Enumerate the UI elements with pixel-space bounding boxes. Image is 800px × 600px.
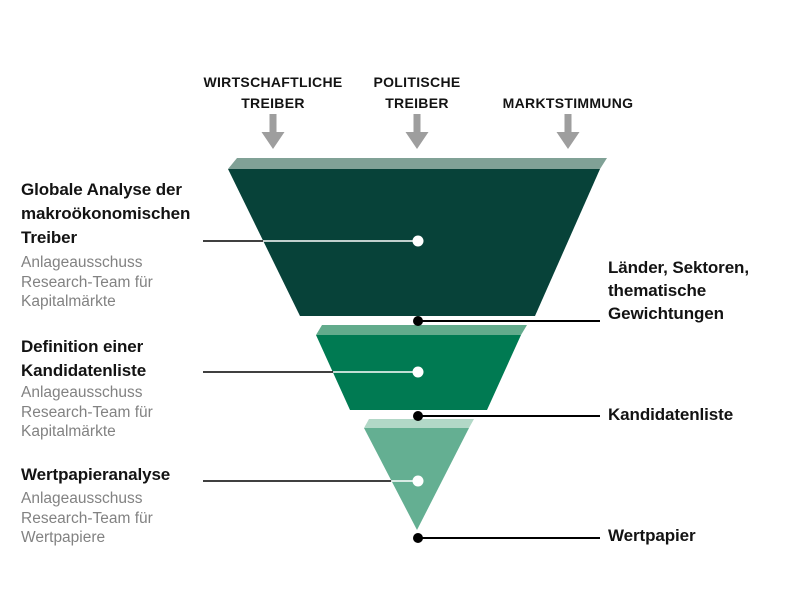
stage-1-marker-dot (412, 235, 424, 247)
stage-2-marker-dot (412, 366, 424, 378)
stage-2-title: Definition einer Kandidatenliste (21, 337, 147, 380)
down-arrow-icon (556, 114, 580, 149)
stage-2-output-dot (413, 411, 423, 421)
stage-2-team: Anlageausschuss Research-Team für Kapita… (21, 384, 153, 440)
output-2-label: Kandidatenliste (608, 405, 734, 424)
funnel-stage-2-top-face (316, 325, 527, 335)
output-1-label: Länder, Sektoren, thematische Gewichtung… (608, 258, 749, 323)
output-3-label: Wertpapier (608, 526, 696, 545)
stage-3-title: Wertpapieranalyse (21, 465, 171, 484)
stage-3-marker-dot (412, 475, 424, 487)
stage-3-output-dot (413, 533, 423, 543)
funnel-stage-1-top-face (228, 158, 607, 169)
down-arrow-icon (405, 114, 429, 149)
input-label-market-sentiment: MARKTSTIMMUNG (502, 95, 634, 111)
stage-1-title: Globale Analyse der makroökonomischen Tr… (21, 180, 191, 247)
input-label-economic-drivers: WIRTSCHAFTLICHE TREIBER (203, 74, 343, 111)
stage-1-output-dot (413, 316, 423, 326)
stage-1-team: Anlageausschuss Research-Team für Kapita… (21, 254, 153, 310)
funnel-stage-3-top-face (364, 419, 474, 428)
stage-3-team: Anlageausschuss Research-Team für Wertpa… (21, 490, 153, 546)
down-arrow-icon (261, 114, 285, 149)
input-label-political-drivers: POLITISCHE TREIBER (373, 74, 461, 111)
